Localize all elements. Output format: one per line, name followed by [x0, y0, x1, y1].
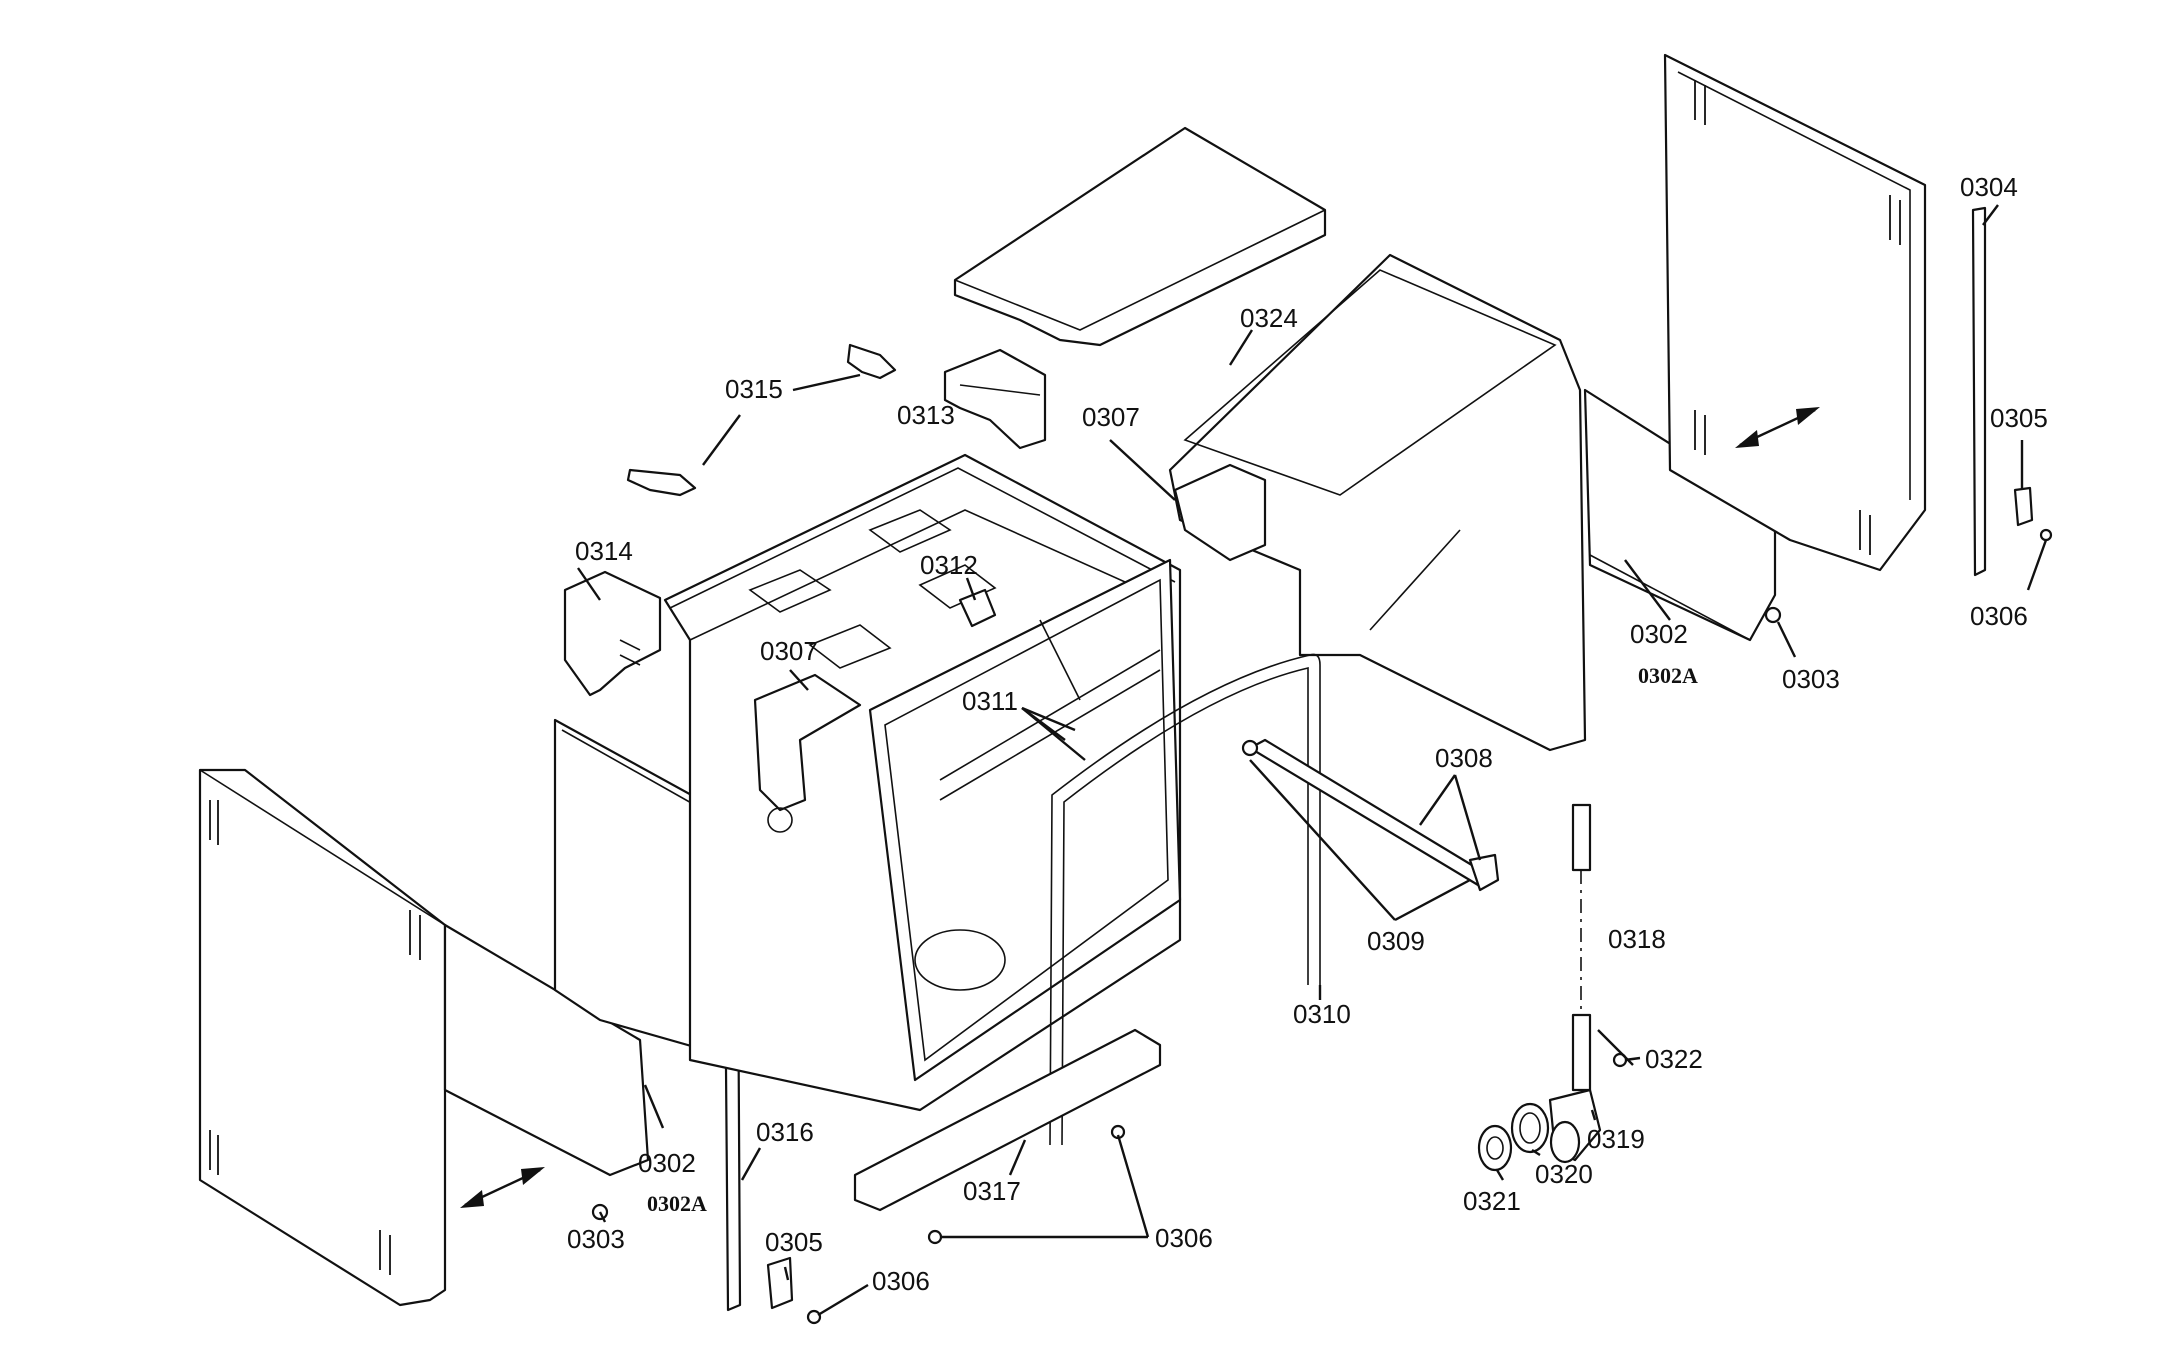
double-arrow-left — [460, 1167, 545, 1208]
label-0322: 0322 — [1645, 1044, 1703, 1074]
label-0314: 0314 — [575, 536, 633, 566]
label-0312: 0312 — [920, 550, 978, 580]
label-0316: 0316 — [756, 1117, 814, 1147]
label-0318: 0318 — [1608, 924, 1666, 954]
label-0324: 0324 — [1240, 303, 1298, 333]
label-0305-right: 0305 — [1990, 403, 2048, 433]
rail-0317 — [853, 1028, 1162, 1212]
label-0315: 0315 — [725, 374, 783, 404]
bracket-0315-b — [626, 468, 697, 497]
screw-0303-right — [1764, 606, 1782, 624]
label-0309: 0309 — [1367, 926, 1425, 956]
label-0317: 0317 — [963, 1176, 1021, 1206]
label-0313: 0313 — [897, 400, 955, 430]
hose-0318 — [1571, 803, 1592, 1092]
trim-strip-right — [1971, 206, 1987, 577]
label-0302a-left: 0302A — [647, 1191, 707, 1216]
label-0302-right: 0302 — [1630, 619, 1688, 649]
screw-0306-bottom-a — [927, 1229, 943, 1245]
label-0302a-right: 0302A — [1638, 663, 1698, 688]
top-cover-plate — [953, 126, 1327, 347]
label-0320: 0320 — [1535, 1159, 1593, 1189]
label-0321: 0321 — [1463, 1186, 1521, 1216]
component-0313 — [943, 348, 1047, 450]
leader-lines — [577, 204, 2048, 1317]
bracket-0312 — [958, 588, 997, 628]
screw-0306-right — [2039, 528, 2053, 542]
spray-arm-0308 — [1241, 738, 1500, 892]
cap-0321 — [1477, 1124, 1513, 1172]
label-0302-left: 0302 — [638, 1148, 696, 1178]
label-0303-right: 0303 — [1782, 664, 1840, 694]
label-0310: 0310 — [1293, 999, 1351, 1029]
label-0319: 0319 — [1587, 1124, 1645, 1154]
side-panel-right — [1663, 53, 1927, 572]
elbow-0319 — [1548, 1088, 1602, 1164]
label-0311: 0311 — [962, 686, 1018, 716]
label-0303-left: 0303 — [567, 1224, 625, 1254]
screw-0306-bottom-left — [806, 1309, 822, 1325]
label-0304: 0304 — [1960, 172, 2018, 202]
side-panel-left — [198, 768, 447, 1307]
label-0305-bottom: 0305 — [765, 1227, 823, 1257]
double-arrow-right — [1735, 407, 1820, 448]
bracket-0315-a — [846, 343, 897, 380]
component-0314 — [563, 570, 662, 697]
ring-0320 — [1510, 1102, 1550, 1154]
label-0306-bottom-left: 0306 — [872, 1266, 930, 1296]
clip-0305-right — [2013, 486, 2034, 527]
door-seal-0310 — [1049, 653, 1321, 1146]
label-0307-right: 0307 — [1082, 402, 1140, 432]
component-0307-right — [1173, 463, 1267, 562]
label-0308: 0308 — [1435, 743, 1493, 773]
clip-0305-bottom — [766, 1256, 794, 1310]
component-0307-center — [753, 673, 862, 833]
component-0324-housing — [1168, 253, 1587, 752]
label-0306-bottom-mid: 0306 — [1155, 1223, 1213, 1253]
part-labels: 0302 0302A 0303 0305 0306 0316 0317 0306… — [567, 172, 2048, 1296]
label-0307-center: 0307 — [760, 636, 818, 666]
label-0306-right: 0306 — [1970, 601, 2028, 631]
